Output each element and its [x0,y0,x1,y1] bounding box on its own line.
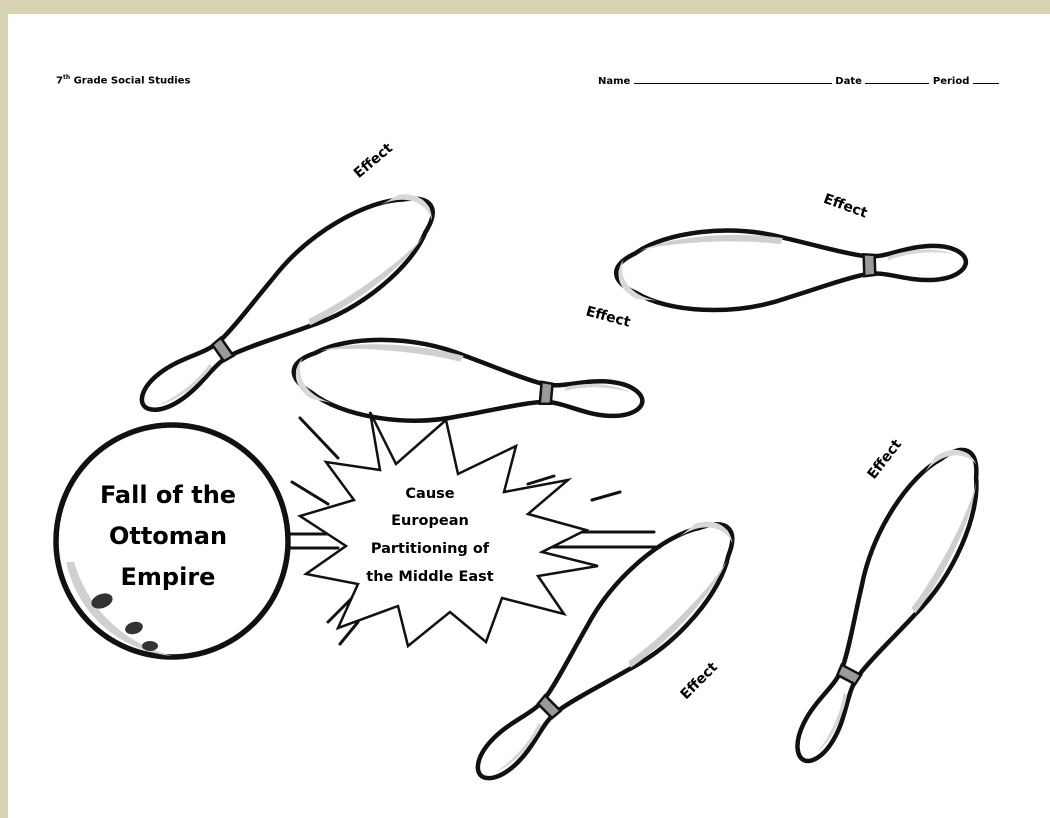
cause-burst [300,412,598,646]
worksheet-page: 7th Grade Social Studies Name Date Perio… [8,14,1050,818]
effect-label-1[interactable]: Effect [351,140,396,182]
effect-label-3[interactable]: Effect [584,304,632,331]
cause-effect-diagram: Fall of the Ottoman Empire Cause Europea… [8,14,1050,818]
ball-text-line-1: Fall of the [100,481,236,509]
cause-text-line-3: the Middle East [366,569,493,585]
ball-text-line-3: Empire [121,563,216,591]
effect-label-5[interactable]: Effect [677,659,721,703]
bowling-pin-top-right [615,222,967,313]
effect-label-2[interactable]: Effect [821,191,869,222]
cause-text-line-2: Partitioning of [371,541,490,557]
bowling-pin-middle [290,332,645,441]
effect-label-4[interactable]: Effect [865,436,906,482]
bowling-pin-bottom-right [769,432,1003,778]
ball-text-line-2: Ottoman [109,522,227,550]
cause-heading: Cause [405,486,454,502]
thumb-hole [142,641,158,651]
cause-text-line-1: European [391,513,469,529]
